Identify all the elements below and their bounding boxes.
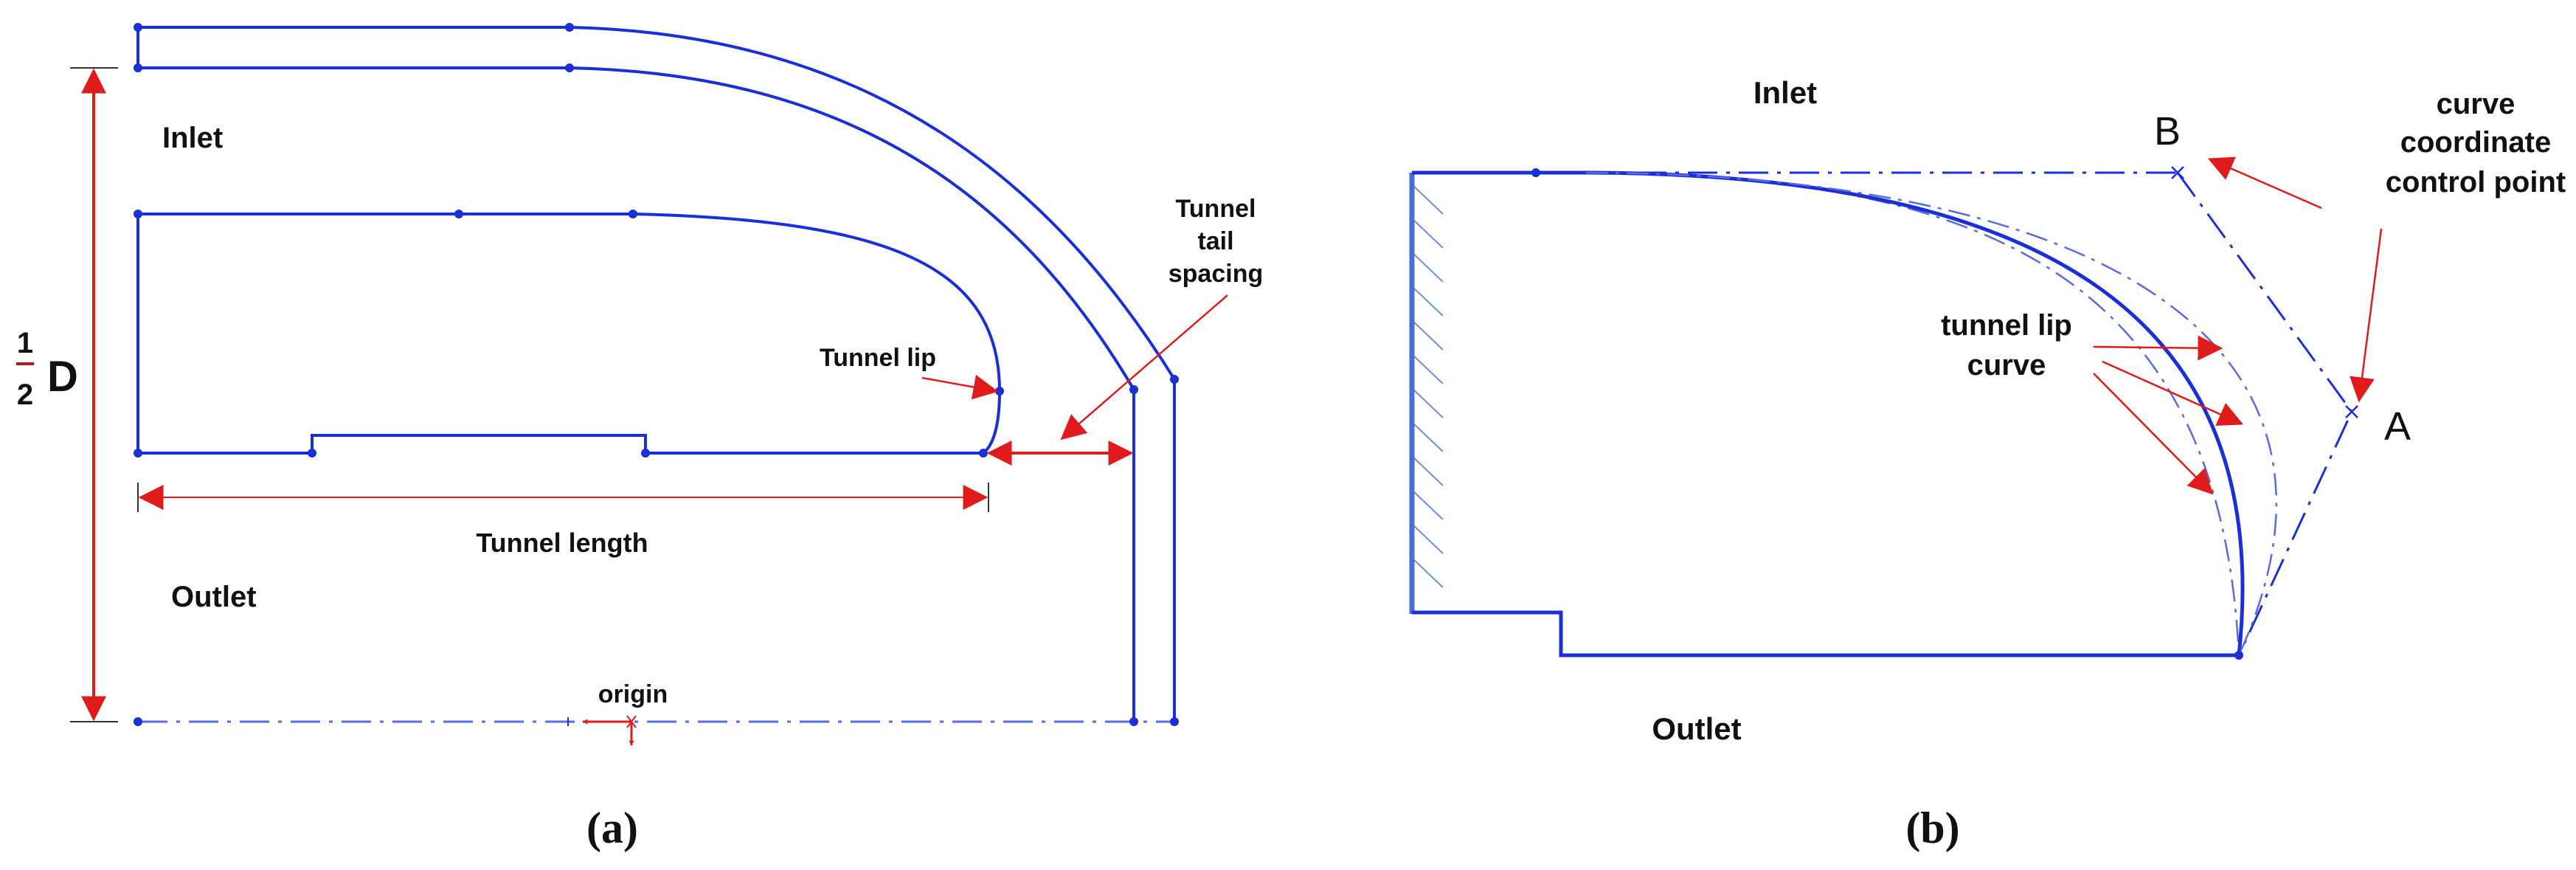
panel-a-half-numerator: 1 xyxy=(17,327,33,359)
panel-b-lip-leader-3 xyxy=(2093,373,2214,495)
panel-b: Inlet Outlet B A curve coordinate contro… xyxy=(1409,75,2566,852)
panel-a-origin-label: origin xyxy=(598,680,668,708)
panel-b-lip-curve-label-2: curve xyxy=(1967,349,2046,382)
panel-a-half-d-dimension xyxy=(70,67,118,722)
panel-b-point-b-marker xyxy=(2171,166,2184,179)
panel-b-control-label-1: curve xyxy=(2437,88,2516,120)
panel-b-lip-curve-label-1: tunnel lip xyxy=(1941,309,2072,342)
panel-b-control-leader-b xyxy=(2207,156,2322,210)
panel-a-vertices xyxy=(134,23,1179,726)
panel-b-outlet-label: Outlet xyxy=(1652,711,1741,746)
panel-a-tail-spacing-label-3: spacing xyxy=(1168,260,1263,288)
panel-a-tunnel-length-dimension xyxy=(137,483,989,512)
panel-a-tunnel-length-label: Tunnel length xyxy=(476,528,648,558)
panel-b-lip-curve-main xyxy=(1585,170,2245,656)
panel-b-inlet-label: Inlet xyxy=(1753,75,1817,110)
panel-b-lip-leader-2 xyxy=(2102,360,2244,427)
panel-a-outer-wall-top xyxy=(138,26,1176,722)
panel-b-lip-leader-1 xyxy=(2093,335,2223,361)
panel-b-point-a-label: A xyxy=(2384,404,2411,449)
panel-b-point-b-label: B xyxy=(2154,109,2181,153)
panel-a-half-d-letter: D xyxy=(47,353,78,401)
panel-b-point-a-marker xyxy=(2345,405,2358,418)
panel-a-outlet-label: Outlet xyxy=(171,581,257,613)
panel-a-tail-spacing-leader xyxy=(1060,294,1228,441)
panel-b-vertices xyxy=(1531,168,2243,660)
panel-b-control-leader-a xyxy=(2350,228,2383,403)
panel-a-tail-spacing-label-1: Tunnel xyxy=(1176,195,1256,223)
panel-b-control-label-3: control point xyxy=(2386,166,2566,198)
panel-a-tail-spacing-label-2: tail xyxy=(1197,227,1233,255)
panel-a-tunnel-body xyxy=(136,213,1002,455)
panel-a-inlet-label: Inlet xyxy=(162,122,223,154)
panel-a-tunnel-lip-leader xyxy=(921,374,999,400)
panel-a-tunnel-lip-label: Tunnel lip xyxy=(820,344,936,372)
panel-b-caption: (b) xyxy=(1905,804,1959,852)
panel-b-wall-hatch xyxy=(1411,184,1444,588)
panel-b-lip-curve-outer xyxy=(1585,171,2278,656)
panel-a-outer-wall-inner xyxy=(138,66,1135,722)
panel-a-half-denominator: 2 xyxy=(17,379,33,411)
panel-b-bottom-outline xyxy=(1412,610,2239,657)
panel-b-control-label-2: coordinate xyxy=(2400,126,2551,159)
panel-a: Inlet Outlet 1 2 D Tunnel lip Tunnel tai… xyxy=(16,23,1263,852)
panel-a-caption: (a) xyxy=(586,804,638,852)
panel-a-origin-marker xyxy=(567,715,637,746)
panel-b-lip-curve-inner xyxy=(1585,171,2240,656)
